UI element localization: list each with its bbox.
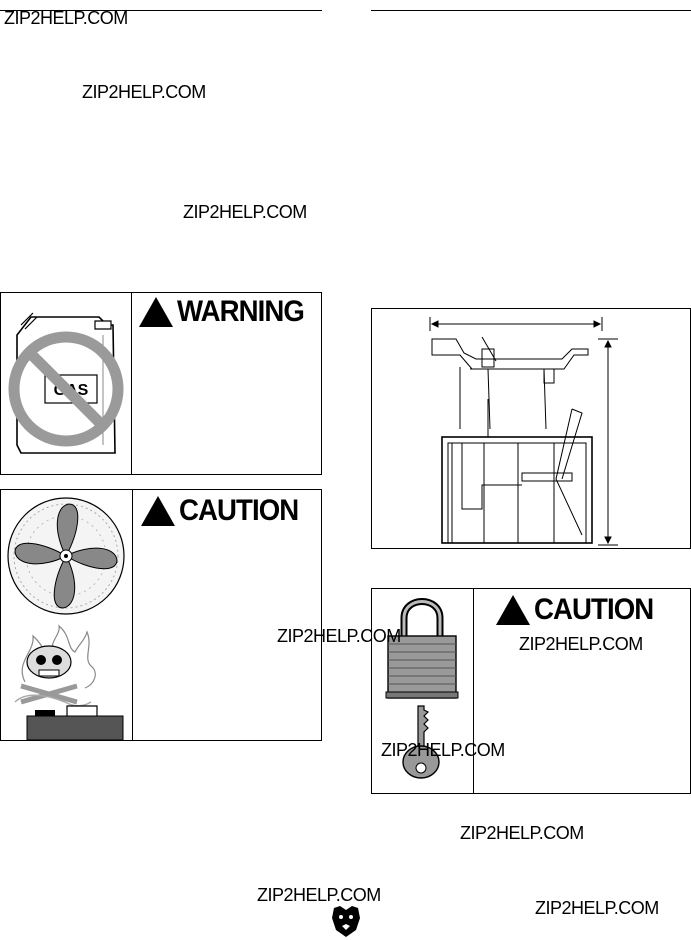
watermark: ZIP2HELP.COM: [4, 8, 128, 28]
toxic-fumes-skull-icon: [14, 624, 124, 741]
fan-icon: [7, 497, 125, 615]
bear-head-logo: [332, 906, 360, 937]
watermark: ZIP2HELP.COM: [277, 626, 401, 646]
top-rule-left: [0, 10, 322, 11]
panel-divider: [132, 490, 133, 740]
padlock-and-key-icon: [385, 598, 459, 779]
dimension-drawing-panel: [371, 308, 691, 549]
watermark: ZIP2HELP.COM: [381, 740, 505, 760]
warning-triangle-icon: [139, 297, 173, 327]
caution-header: CAUTION: [496, 595, 664, 625]
machine-dimension-drawing: [429, 317, 618, 546]
warning-triangle-icon: [141, 496, 175, 526]
caution-lock-panel: CAUTION: [371, 588, 691, 794]
watermark: ZIP2HELP.COM: [460, 823, 584, 843]
warning-header: WARNING: [139, 297, 315, 327]
warning-panel: GAS WARNING: [0, 292, 322, 475]
caution-fan-panel: CAUTION: [0, 489, 322, 741]
warning-label: WARNING: [177, 295, 305, 328]
panel-divider: [131, 293, 132, 474]
watermark: ZIP2HELP.COM: [257, 885, 381, 905]
gas-can-prohibited-icon: GAS: [8, 312, 124, 454]
watermark: ZIP2HELP.COM: [535, 898, 659, 918]
watermark: ZIP2HELP.COM: [519, 634, 643, 654]
panel-divider: [473, 589, 474, 793]
watermark: ZIP2HELP.COM: [82, 82, 206, 102]
top-rule-right: [371, 10, 691, 11]
caution-label: CAUTION: [534, 593, 654, 626]
caution-header: CAUTION: [141, 496, 309, 526]
caution-label: CAUTION: [179, 494, 299, 527]
warning-triangle-icon: [496, 595, 530, 625]
watermark: ZIP2HELP.COM: [183, 202, 307, 222]
